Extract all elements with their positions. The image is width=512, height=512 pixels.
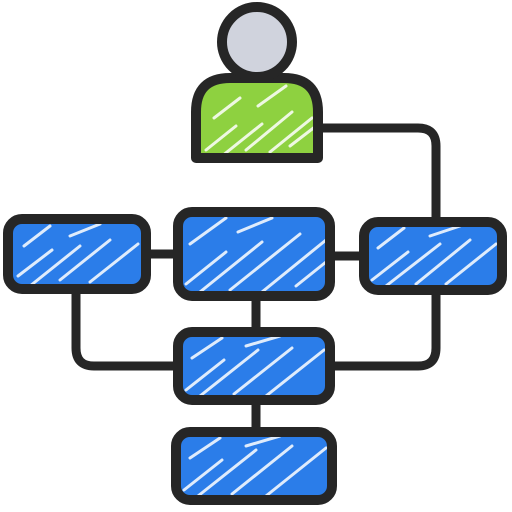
connector-left-middle [71, 284, 183, 371]
connector-right-middle [325, 285, 441, 371]
connectors [71, 123, 441, 437]
user-icon [191, 2, 323, 163]
node-right [359, 217, 507, 295]
node-bottom [171, 427, 337, 505]
connector-user-right [313, 123, 441, 229]
user-head [222, 7, 292, 77]
node-left [3, 214, 151, 294]
node-middle [173, 327, 335, 405]
user-body-hatch [204, 84, 318, 158]
node-center [173, 207, 335, 301]
